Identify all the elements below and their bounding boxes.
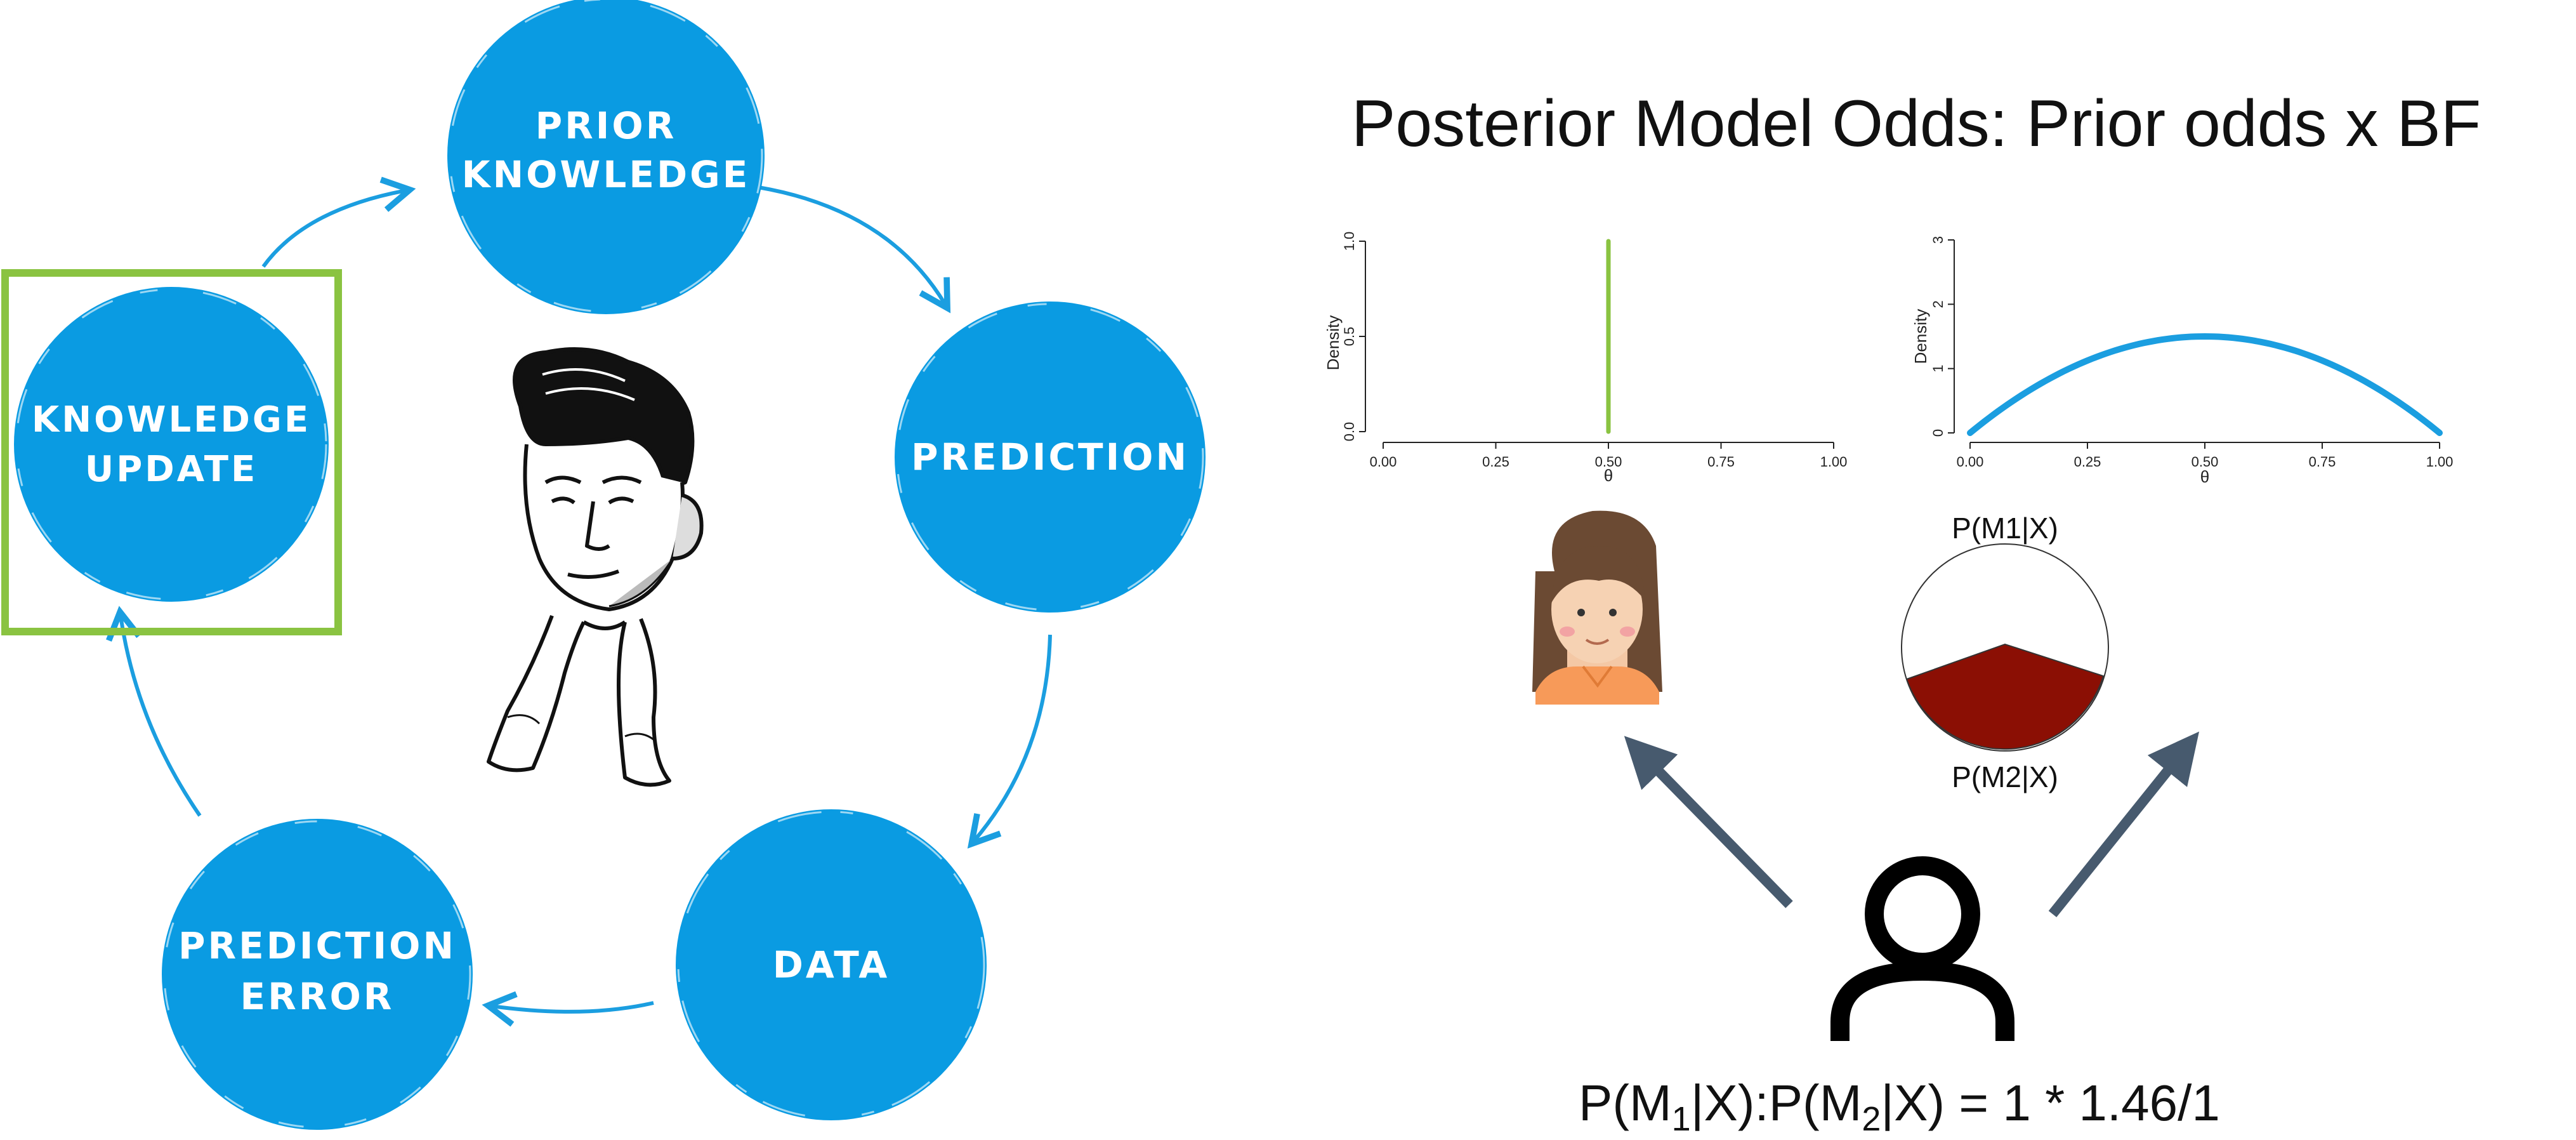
node-label-line: PREDICTION xyxy=(911,435,1189,479)
y-axis-label: Density xyxy=(1324,315,1343,371)
y-axis-label: Density xyxy=(1911,309,1930,364)
arrow-update-to-prior xyxy=(261,176,416,268)
knowledge-cycle-diagram: PRIOR KNOWLEDGE PREDICTION DATA PREDICTI… xyxy=(1,0,1206,1130)
girl-avatar-icon xyxy=(1532,510,1662,705)
density-line xyxy=(1967,333,2443,436)
x-tick-label: 1.00 xyxy=(2426,454,2454,470)
x-tick-label: 0.75 xyxy=(2309,454,2336,470)
node-prediction-error: PREDICTION ERROR xyxy=(162,819,473,1130)
highlight-box xyxy=(1,269,342,635)
pie-bottom-label: P(M2|X) xyxy=(1952,760,2058,793)
arrow-prediction-to-data xyxy=(967,634,1052,849)
node-prediction: PREDICTION xyxy=(895,302,1206,613)
arrow-to-girl xyxy=(1624,736,1793,908)
pie-slice-m2 xyxy=(1905,643,2105,750)
node-label-line: KNOWLEDGE xyxy=(462,153,751,196)
arrow-data-to-error xyxy=(482,991,654,1027)
arrow-to-pie xyxy=(2048,731,2200,918)
x-tick-label: 1.00 xyxy=(1820,454,1848,470)
x-tick-group: 0.00 0.25 0.50 0.75 1.00 xyxy=(1370,442,1848,470)
spike-prior-chart: 0.00 0.25 0.50 0.75 1.00 0.0 0.5 1.0 Density θ xyxy=(1324,232,1847,485)
beta-prior-chart: 0.00 0.25 0.50 0.75 1.00 0 1 2 3 Density θ xyxy=(1911,236,2453,486)
x-tick-label: 0.75 xyxy=(1707,454,1735,470)
x-axis-label: θ xyxy=(2200,467,2209,486)
y-tick-label: 1 xyxy=(1930,365,1946,373)
y-tick-label: 0.0 xyxy=(1341,422,1357,442)
pie-top-label: P(M1|X) xyxy=(1952,512,2058,545)
y-tick-label: 3 xyxy=(1930,236,1946,244)
y-tick-group: 0 1 2 3 xyxy=(1930,236,1954,437)
posterior-odds-panel: Posterior Model Odds: Prior odds x BF 0.… xyxy=(1324,87,2481,1138)
node-label-line: ERROR xyxy=(240,975,395,1018)
node-prior-knowledge: PRIOR KNOWLEDGE xyxy=(447,0,765,314)
arrow-error-to-update xyxy=(106,606,202,817)
node-label-line: UPDATE xyxy=(85,449,258,490)
series-group xyxy=(1967,333,2443,436)
x-tick-label: 0.25 xyxy=(1482,454,1509,470)
portrait-sketch-icon xyxy=(487,347,704,787)
x-tick-group: 0.00 0.25 0.50 0.75 1.00 xyxy=(1957,442,2454,470)
x-tick-label: 0.50 xyxy=(2192,454,2219,470)
panel-title: Posterior Model Odds: Prior odds x BF xyxy=(1351,87,2481,161)
arrow-prior-to-prediction xyxy=(758,185,951,314)
x-axis-label: θ xyxy=(1604,466,1613,485)
y-tick-label: 0.5 xyxy=(1341,327,1357,347)
odds-formula: P(M1|X):P(M2|X) = 1 * 1.46/1 xyxy=(1579,1075,2220,1138)
y-tick-label: 0 xyxy=(1930,429,1946,437)
node-label-line: KNOWLEDGE xyxy=(32,399,311,441)
node-data: DATA xyxy=(676,809,987,1120)
x-tick-label: 0.50 xyxy=(1595,454,1622,470)
node-label-line: DATA xyxy=(773,943,890,986)
y-tick-group: 0.0 0.5 1.0 xyxy=(1341,232,1365,442)
x-tick-label: 0.00 xyxy=(1370,454,1397,470)
person-icon xyxy=(1830,856,2014,1041)
node-label-line: PRIOR xyxy=(536,104,677,147)
y-tick-label: 2 xyxy=(1930,300,1946,308)
posterior-pie-chart: P(M1|X) P(M2|X) xyxy=(1901,512,2109,793)
x-tick-label: 0.00 xyxy=(1957,454,1984,470)
node-knowledge-update: KNOWLEDGE UPDATE xyxy=(14,287,329,602)
x-tick-label: 0.25 xyxy=(2074,454,2101,470)
node-label-line: PREDICTION xyxy=(178,924,456,967)
y-tick-label: 1.0 xyxy=(1341,232,1357,251)
